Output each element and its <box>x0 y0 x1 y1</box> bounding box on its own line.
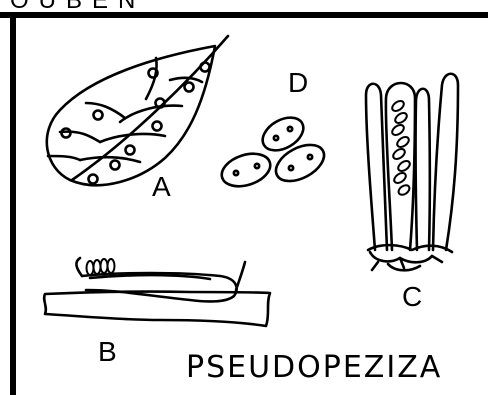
leaf-spot <box>126 146 135 155</box>
paraphysis <box>433 74 458 250</box>
apothecium-drawing <box>44 258 270 326</box>
leaf-spot <box>201 63 210 72</box>
label-b: B <box>98 336 117 367</box>
label-c: C <box>402 281 422 312</box>
leaf-drawing <box>47 36 228 185</box>
spore <box>257 111 309 157</box>
leaf-spot <box>94 111 103 120</box>
genus-caption: PSEUDOPEZIZA <box>186 350 442 385</box>
label-a: A <box>152 171 171 202</box>
leaf-spot <box>185 83 194 92</box>
leaf-spot <box>89 175 98 184</box>
label-d: D <box>288 67 308 98</box>
spore <box>270 138 330 189</box>
paraphysis <box>416 89 430 250</box>
spores-drawing <box>218 111 330 192</box>
spore <box>218 148 275 192</box>
leaf-spot <box>111 161 120 170</box>
paraphysis <box>366 84 387 250</box>
leaf-spot <box>153 122 162 131</box>
ascus-drawing <box>366 74 458 271</box>
